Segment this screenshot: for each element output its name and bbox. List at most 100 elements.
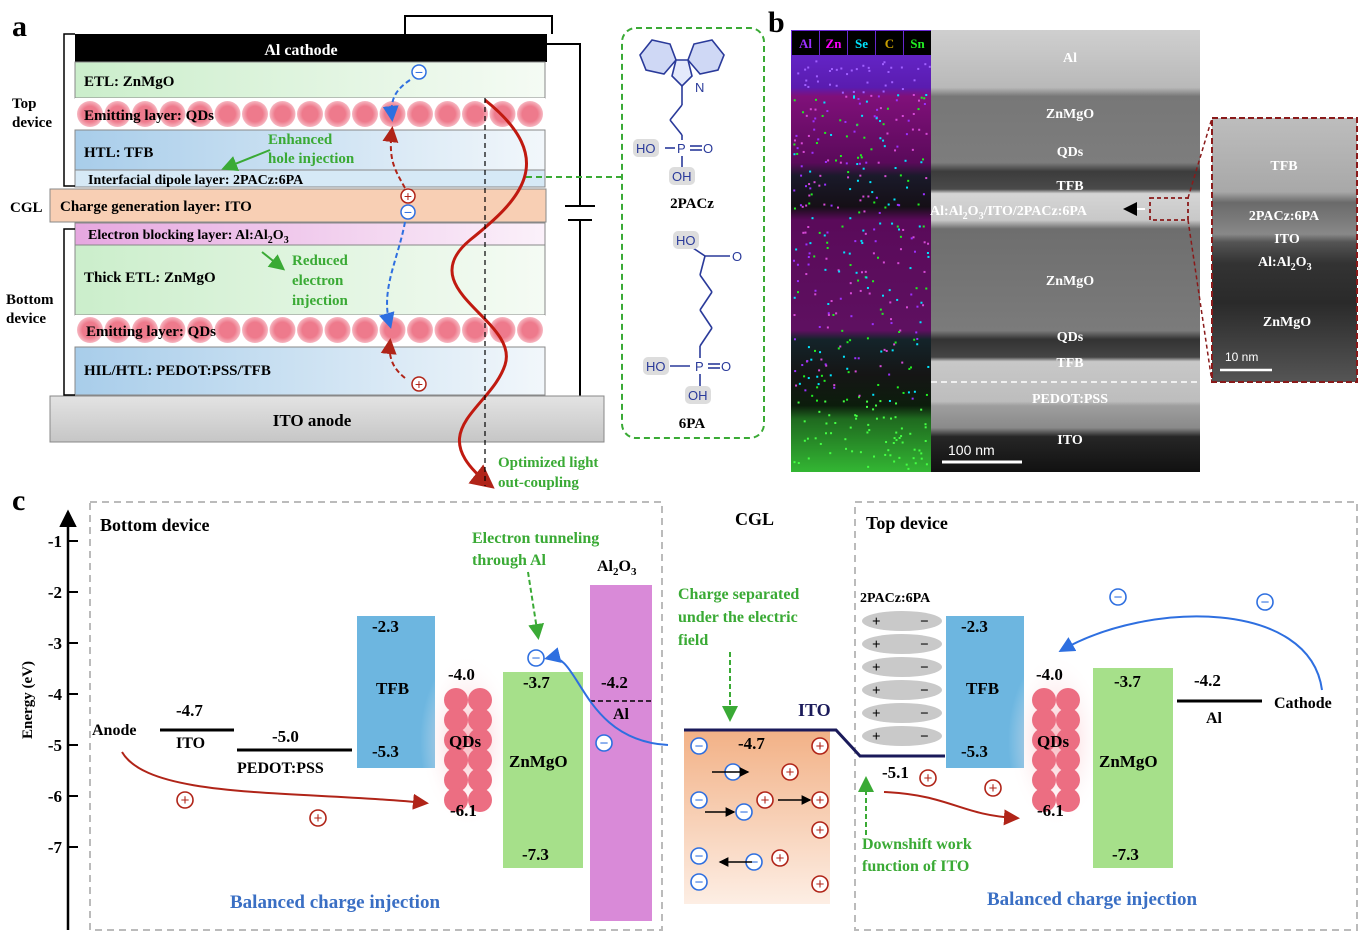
eds-dot <box>927 255 930 258</box>
o-atom: O <box>703 141 713 156</box>
eds-dot <box>805 243 808 246</box>
qd-dot <box>1056 768 1080 792</box>
eds-dot <box>910 293 913 296</box>
eds-dot <box>816 375 819 378</box>
eds-dot <box>894 167 897 170</box>
al-value: -4.2 <box>601 673 628 692</box>
reduced-arrow <box>261 251 286 271</box>
eds-dot <box>806 437 809 440</box>
qd-dot <box>1056 688 1080 712</box>
eds-dot <box>853 95 856 98</box>
eds-dot <box>927 365 930 368</box>
qd-dot <box>242 101 268 127</box>
qd-dot <box>214 101 241 127</box>
qd-dot <box>77 101 103 127</box>
eds-dot <box>858 394 861 397</box>
eds-dot <box>828 70 831 73</box>
scalebar-10nm-label: 10 nm <box>1225 350 1258 364</box>
eds-dot <box>862 195 865 198</box>
eds-dot <box>793 207 796 210</box>
eds-dot <box>861 242 864 245</box>
eds-dot <box>802 231 805 234</box>
mol2-label: 6PA <box>679 416 706 432</box>
eds-dot <box>873 228 876 231</box>
eds-dot <box>854 370 857 373</box>
eds-dot <box>841 329 844 332</box>
eds-dot <box>847 176 850 179</box>
eds-dot <box>811 394 814 397</box>
eds-dot <box>846 341 849 344</box>
eds-dot <box>807 85 810 88</box>
qd-dot <box>324 317 351 343</box>
qd-dot <box>468 708 492 732</box>
eds-dot <box>805 114 808 117</box>
hole-icon <box>811 791 829 809</box>
enhanced-text-1: Enhanced <box>268 132 333 148</box>
eds-dot <box>922 304 925 307</box>
eds-dot <box>875 417 878 420</box>
eml-top-label: Emitting layer: QDs <box>84 108 214 124</box>
pedot-label: PEDOT:PSS <box>237 760 324 777</box>
eds-dot <box>857 97 860 100</box>
qd-dot <box>468 768 492 792</box>
ho-badge <box>633 139 659 157</box>
eds-dot <box>916 305 919 308</box>
znmgo-label: ZnMgO <box>1099 752 1158 771</box>
eds-dot <box>797 401 800 404</box>
eds-dot <box>913 448 916 451</box>
n-atom: N <box>695 80 704 95</box>
eds-dot <box>796 263 799 266</box>
eds-dot <box>880 350 883 353</box>
eds-dot <box>793 296 796 299</box>
eds-dot <box>867 195 870 198</box>
eds-dot <box>794 370 797 373</box>
eds-dot <box>895 439 898 442</box>
eds-dot <box>895 431 898 434</box>
eds-dot <box>809 170 812 173</box>
eds-dot <box>808 194 811 197</box>
eds-dot <box>793 139 796 142</box>
eds-dot <box>925 463 928 466</box>
qd-dot <box>379 317 406 343</box>
znmgo-bot-value: -7.3 <box>1112 845 1139 864</box>
eds-dot <box>885 441 888 444</box>
eds-dot <box>862 229 865 232</box>
eds-dot <box>916 343 919 346</box>
eds-dot <box>923 270 926 273</box>
eds-dot <box>924 426 927 429</box>
eds-dot <box>877 161 880 164</box>
eds-map <box>791 30 931 472</box>
eds-dot <box>833 386 836 389</box>
eds-dot <box>890 66 893 69</box>
eds-dot <box>862 91 865 94</box>
eds-dot <box>844 438 847 441</box>
cgl-ito-label: ITO <box>798 700 831 720</box>
eds-dot <box>896 203 899 206</box>
eds-dot <box>849 426 852 429</box>
eds-dot <box>883 348 886 351</box>
eds-dot <box>849 339 852 342</box>
legend-swatch <box>876 31 903 55</box>
qd-dot <box>324 101 351 127</box>
y-tick-label: -6 <box>48 787 62 806</box>
panel-label-a: a <box>12 10 27 43</box>
tunneling-text-1: Electron tunneling <box>472 530 599 547</box>
eds-dot <box>879 137 882 140</box>
eds-dot <box>851 450 854 453</box>
eds-dot <box>797 72 800 75</box>
eds-dot <box>805 273 808 276</box>
ho-label: HO <box>636 141 656 156</box>
eds-dot <box>842 400 845 403</box>
eds-dot <box>916 337 919 340</box>
eds-dot <box>805 185 808 188</box>
inset-label: 2PACz:6PA <box>1249 209 1320 224</box>
eds-dot <box>881 294 884 297</box>
minus-sign: − <box>1261 594 1270 611</box>
eds-dot <box>826 246 829 249</box>
plus-sign: + <box>989 780 998 797</box>
eds-dot <box>863 210 866 213</box>
eds-dot <box>824 160 827 163</box>
eds-dot <box>856 163 859 166</box>
eds-dot <box>925 393 928 396</box>
